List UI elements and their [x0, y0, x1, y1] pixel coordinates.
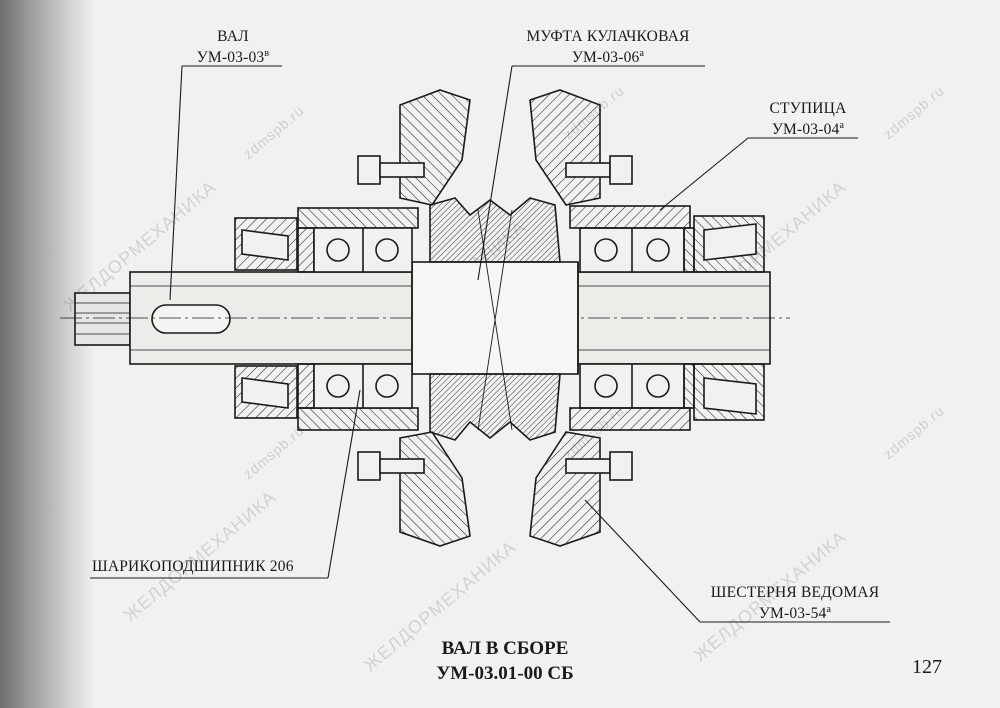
- label-shaft-name: ВАЛ: [217, 28, 249, 45]
- label-clutch-name: МУФТА КУЛАЧКОВАЯ: [526, 28, 690, 45]
- bolts: [357, 155, 633, 481]
- page-binding-shadow: [0, 0, 95, 708]
- right-ball-bearings: [579, 227, 685, 409]
- label-shaft-code: УМ-03-03в: [196, 48, 270, 67]
- label-clutch-code: УМ-03-06а: [571, 48, 645, 67]
- drawing-title: ВАЛ В СБОРЕ УМ-03.01-00 СБ: [360, 636, 650, 686]
- label-clutch: МУФТА КУЛАЧКОВАЯ УМ-03-06а: [508, 28, 708, 66]
- drawing-title-line2: УМ-03.01-00 СБ: [436, 663, 574, 684]
- left-ball-bearings: [313, 227, 413, 409]
- right-tapered-bearing: [693, 215, 765, 421]
- leader-lines: [90, 65, 890, 623]
- shaft-spline-end: [74, 292, 131, 346]
- label-bearing: ШАРИКОПОДШИПНИК 206: [92, 558, 294, 575]
- right-hub-housing: [569, 205, 695, 431]
- label-driven-gear-code: УМ-03-54а: [758, 604, 832, 623]
- label-driven-gear-name: ШЕСТЕРНЯ ВЕДОМАЯ: [710, 584, 880, 601]
- label-hub: СТУПИЦА УМ-03-04а: [758, 100, 858, 138]
- page-number: 127: [912, 656, 942, 678]
- label-hub-name: СТУПИЦА: [769, 100, 847, 117]
- label-hub-code: УМ-03-04а: [771, 120, 845, 139]
- label-bearing-name: ШАРИКОПОДШИПНИК 206: [92, 558, 294, 575]
- label-driven-gear: ШЕСТЕРНЯ ВЕДОМАЯ УМ-03-54а: [700, 584, 890, 622]
- label-shaft: ВАЛ УМ-03-03в: [188, 28, 278, 66]
- left-housing: [297, 207, 419, 431]
- dog-clutch: [429, 197, 561, 441]
- drawing-title-line1: ВАЛ В СБОРЕ: [441, 638, 569, 659]
- left-tapered-bearing: [234, 217, 298, 419]
